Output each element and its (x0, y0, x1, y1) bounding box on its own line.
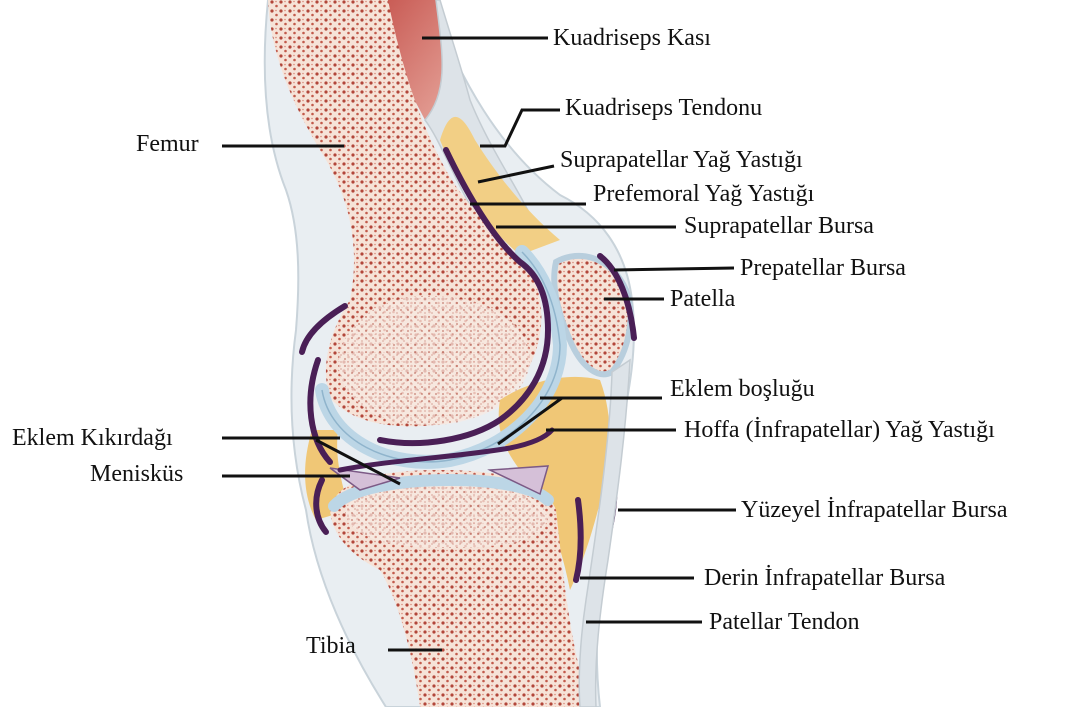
label-deep-infrapatellar-bursa: Derin İnfrapatellar Bursa (704, 566, 945, 590)
label-quadriceps-tendon: Kuadriseps Tendonu (565, 96, 762, 120)
label-superficial-infrapatellar-bursa: Yüzeyel İnfrapatellar Bursa (741, 498, 1008, 522)
label-articular-cartilage: Eklem Kıkırdağı (12, 426, 173, 450)
label-hoffa-fat-pad: Hoffa (İnfrapatellar) Yağ Yastığı (684, 418, 995, 442)
label-suprapatellar-bursa: Suprapatellar Bursa (684, 214, 874, 238)
label-meniscus: Menisküs (90, 462, 183, 486)
label-joint-space: Eklem boşluğu (670, 377, 815, 401)
label-tibia: Tibia (306, 634, 356, 658)
label-prefemoral-fat-pad: Prefemoral Yağ Yastığı (593, 182, 814, 206)
label-quadriceps-muscle: Kuadriseps Kası (553, 26, 711, 50)
label-prepatellar-bursa: Prepatellar Bursa (740, 256, 906, 280)
leader-prepatellar-bursa (614, 268, 734, 270)
label-suprapatellar-fat-pad: Suprapatellar Yağ Yastığı (560, 148, 803, 172)
tibia-plateau (345, 484, 548, 548)
label-patella: Patella (670, 287, 735, 311)
label-patellar-tendon: Patellar Tendon (709, 610, 860, 634)
label-femur: Femur (136, 132, 199, 156)
